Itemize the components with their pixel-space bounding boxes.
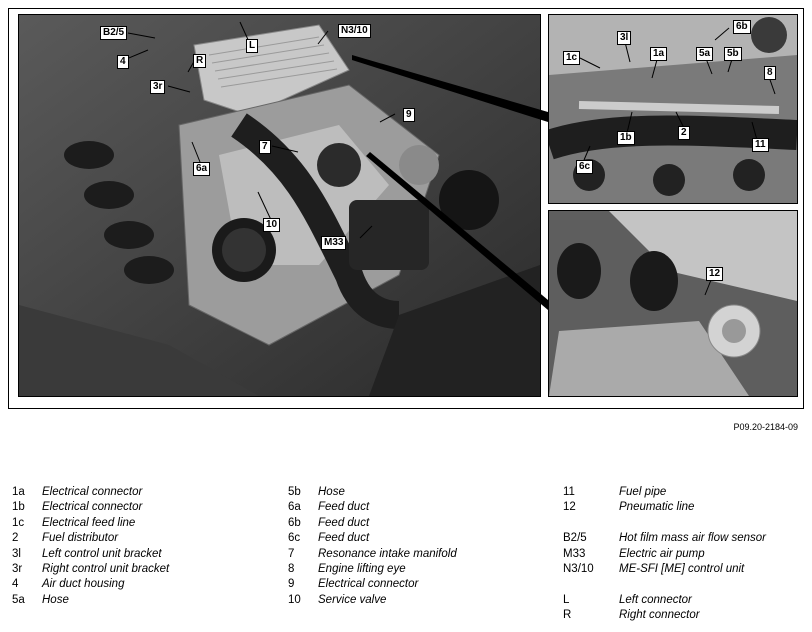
callout-4: 4 <box>117 55 129 69</box>
callout-10: 10 <box>263 218 281 232</box>
legend-code: 3l <box>12 547 21 560</box>
legend-item: 10 Service valve <box>288 593 457 608</box>
legend-code: 2 <box>12 532 19 545</box>
legend-code: 3r <box>12 562 23 575</box>
legend-code: 6a <box>288 501 301 514</box>
legend-desc: Electrical connector <box>318 578 419 591</box>
legend-desc: Fuel distributor <box>42 532 119 545</box>
legend-code: 9 <box>288 578 295 591</box>
legend-item: 2 Fuel distributor <box>12 531 169 546</box>
legend-code: 6b <box>288 516 301 529</box>
legend-item: 12 Pneumatic line <box>563 500 766 515</box>
legend-desc: Electrical connector <box>42 501 143 514</box>
engine-photo-detail-bottom <box>548 210 798 397</box>
legend-item: 7 Resonance intake manifold <box>288 547 457 562</box>
legend-item: 5a Hose <box>12 593 169 608</box>
callout-2: 2 <box>678 126 690 140</box>
callout-6b: 6b <box>733 20 751 34</box>
legend-code: L <box>563 593 570 606</box>
callout-1a: 1a <box>650 47 668 61</box>
legend-item: 6a Feed duct <box>288 500 457 515</box>
legend-code: 6c <box>288 532 301 545</box>
legend-desc: Hose <box>42 593 69 606</box>
legend-code: N3/10 <box>563 562 594 575</box>
legend-item: 6b Feed duct <box>288 516 457 531</box>
legend-desc: Hose <box>318 486 345 498</box>
legend-desc: Air duct housing <box>42 578 125 591</box>
legend-code: 4 <box>12 578 19 591</box>
legend-desc: ME-SFI [ME] control unit <box>619 562 745 575</box>
legend-code: 5a <box>12 593 25 606</box>
legend-desc: Feed duct <box>318 532 370 545</box>
legend-item: 11 Fuel pipe <box>563 485 766 500</box>
legend-column-3: 11 Fuel pipe 12 Pneumatic line B2/5 Hot fil… <box>563 485 766 624</box>
legend-code: R <box>563 609 572 622</box>
callout-5a: 5a <box>696 47 714 61</box>
legend-item: 4 Air duct housing <box>12 577 169 592</box>
legend-item: 3r Right control unit bracket <box>12 562 169 577</box>
legend-desc: Left connector <box>619 593 692 606</box>
engine-photo-main <box>18 14 541 397</box>
legend-code: 8 <box>288 562 295 575</box>
callout-m33: M33 <box>321 236 347 250</box>
legend-code: 1c <box>12 516 25 529</box>
legend-desc: Resonance intake manifold <box>318 547 457 560</box>
legend-item: 6c Feed duct <box>288 531 457 546</box>
legend-code: 11 <box>563 486 575 498</box>
legend-desc: Right connector <box>619 609 700 622</box>
legend-desc: Feed duct <box>318 516 370 529</box>
legend-item: M33 Electric air pump <box>563 547 766 562</box>
callout-b2-5: B2/5 <box>100 26 128 40</box>
legend-code: 12 <box>563 501 576 514</box>
figure-reference: P09.20-2184-09 <box>733 422 798 432</box>
callout-7: 7 <box>259 140 271 154</box>
legend-item: 9 Electrical connector <box>288 577 457 592</box>
legend-desc: Electrical connector <box>42 486 143 498</box>
callout-12: 12 <box>706 267 724 281</box>
legend-code: 1a <box>12 486 25 498</box>
legend-desc: Electrical feed line <box>42 516 136 529</box>
callout-6a: 6a <box>193 162 211 176</box>
legend-item: 3l Left control unit bracket <box>12 547 169 562</box>
legend-item: R Right connector <box>563 608 766 623</box>
legend-code: B2/5 <box>563 532 587 545</box>
legend-desc: Left control unit bracket <box>42 547 162 560</box>
legend-item: L Left connector <box>563 593 766 608</box>
callout-8: 8 <box>764 66 776 80</box>
callout-5b: 5b <box>724 47 742 61</box>
legend-desc: Feed duct <box>318 501 370 514</box>
callout-r: R <box>193 54 207 68</box>
callout-n3-10: N3/10 <box>338 24 371 38</box>
legend-desc: Fuel pipe <box>619 486 667 498</box>
callout-1b: 1b <box>617 131 635 145</box>
legend-item: 1c Electrical feed line <box>12 516 169 531</box>
legend-desc: Service valve <box>318 593 387 606</box>
legend-desc: Hot film mass air flow sensor <box>619 532 766 545</box>
legend-item: 5b Hose <box>288 485 457 500</box>
legend-code: 5b <box>288 486 301 498</box>
legend-desc: Right control unit bracket <box>42 562 170 575</box>
legend-code: 10 <box>288 593 301 606</box>
callout-l: L <box>246 39 259 53</box>
callout-9: 9 <box>403 108 415 122</box>
legend-item: N3/10 ME-SFI [ME] control unit <box>563 562 766 577</box>
legend-desc: Pneumatic line <box>619 501 695 514</box>
legend-code: 1b <box>12 501 25 514</box>
legend-item: 8 Engine lifting eye <box>288 562 457 577</box>
callout-6c: 6c <box>576 160 594 174</box>
callout-3r: 3r <box>150 80 166 94</box>
legend-code: 7 <box>288 547 295 560</box>
legend-code: M33 <box>563 547 586 560</box>
callout-1c: 1c <box>563 51 581 65</box>
callout-3l: 3l <box>617 31 632 45</box>
legend-item: 1a Electrical connector <box>12 485 169 500</box>
legend-item: B2/5 Hot film mass air flow sensor <box>563 531 766 546</box>
legend-desc: Engine lifting eye <box>318 562 406 575</box>
callout-11: 11 <box>752 138 769 152</box>
legend-desc: Electric air pump <box>619 547 705 560</box>
legend-item: 1b Electrical connector <box>12 500 169 515</box>
